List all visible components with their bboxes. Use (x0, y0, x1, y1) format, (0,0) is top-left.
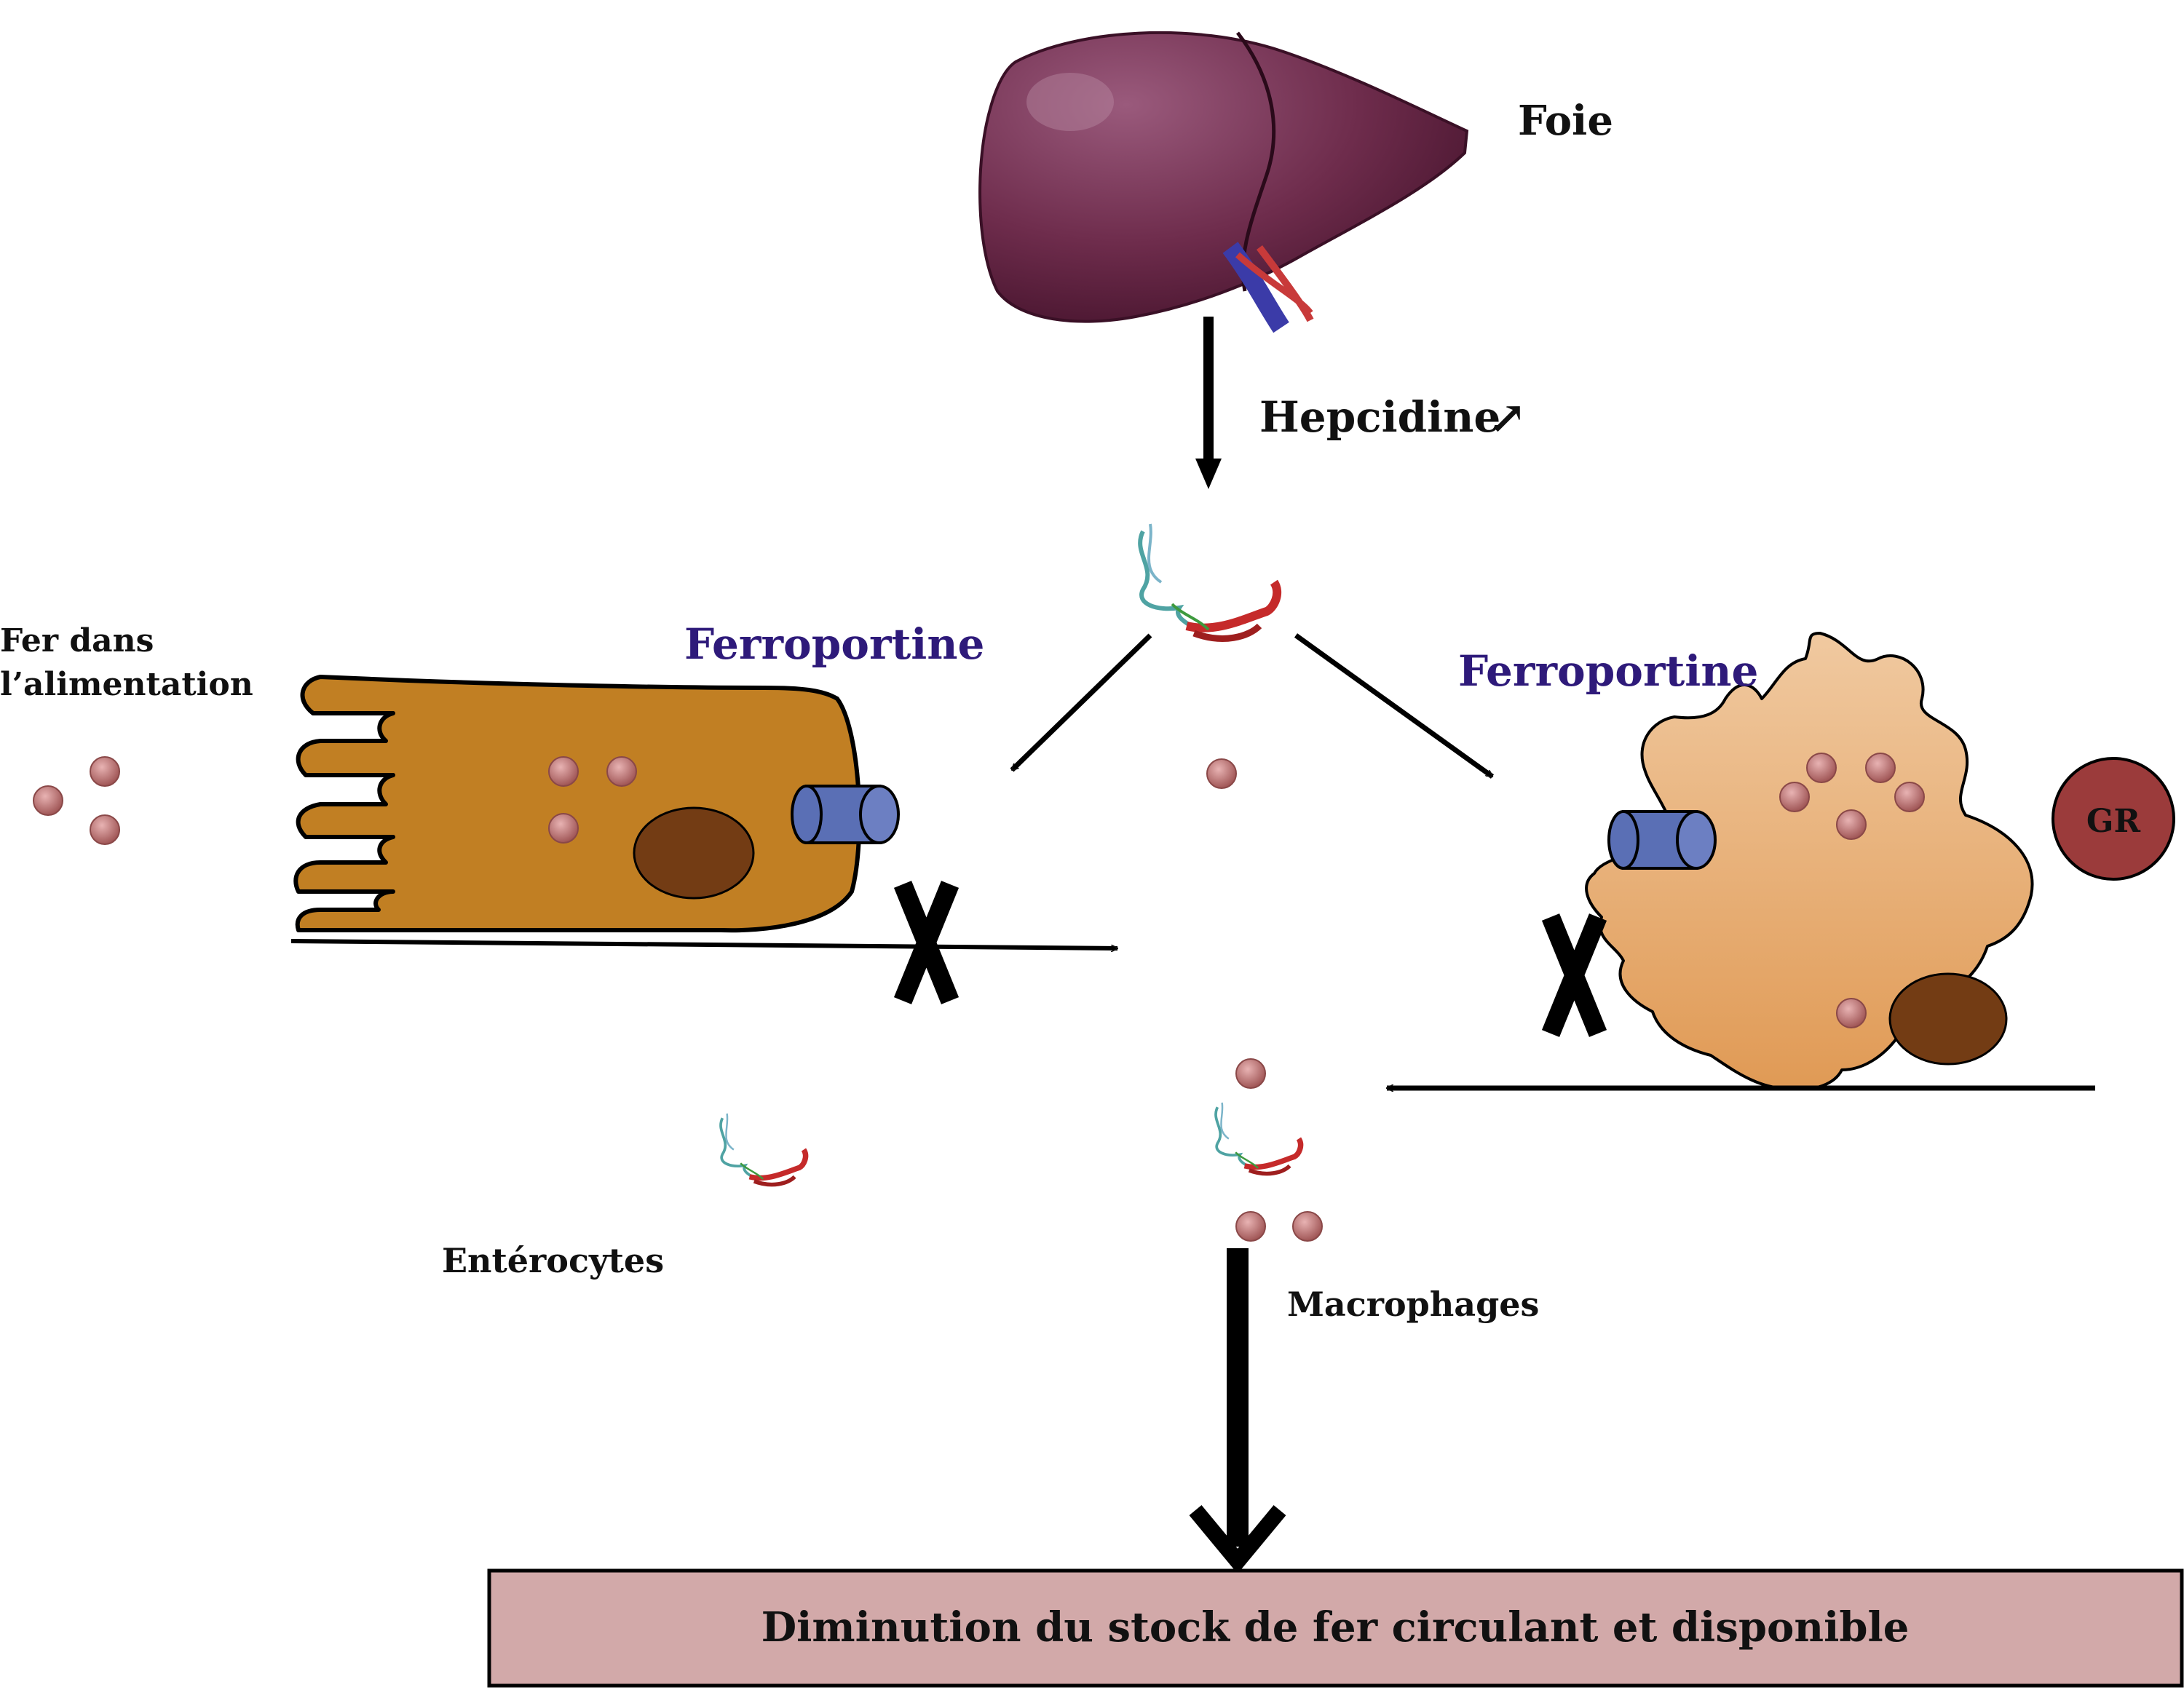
dietary-iron-label-line2: l’alimentation (0, 666, 253, 703)
iron-particle (1292, 1211, 1323, 1242)
iron-particle (1865, 753, 1896, 783)
iron-particle (1806, 753, 1837, 783)
enterocyte-nucleus (633, 806, 755, 900)
outcome-box (487, 1568, 2184, 1688)
hepcidin-molecule-icon (719, 1113, 809, 1187)
macrophage-cell (1585, 632, 2034, 1091)
red-cell-label: GR (2086, 803, 2141, 840)
hepcidin-label: Hepcidine (1259, 392, 1500, 442)
ferroportin-label-left: Ferroportine (684, 619, 984, 669)
iron-particle (1779, 782, 1810, 812)
iron-particle (33, 785, 63, 816)
hepcidin-molecule-icon (1138, 523, 1282, 642)
macrophage-nucleus (1888, 972, 2008, 1066)
iron-particle (1836, 809, 1867, 840)
hepcidin-molecule-icon (1214, 1102, 1304, 1176)
iron-particle (548, 756, 579, 787)
ferroportin-label-right: Ferroportine (1458, 646, 1758, 696)
hepcidin-increase-arrow: ↗ (1489, 391, 1527, 444)
blocked-x-icon-left (893, 881, 960, 1004)
outcome-arrow (1189, 1248, 1286, 1574)
dietary-iron-label-line1: Fer dans (0, 622, 154, 659)
iron-particle (1235, 1058, 1266, 1089)
iron-particle (90, 756, 120, 787)
arrow-to-enterocyte (1010, 633, 1152, 772)
hepcidin-secretion-arrow (1195, 317, 1222, 489)
iron-particle (1836, 998, 1867, 1028)
blocked-x-icon-right (1541, 913, 1607, 1037)
enterocyte-cell (293, 675, 900, 933)
iron-particle (1206, 758, 1237, 789)
enterocyte-export-arrow (290, 939, 1117, 948)
liver-label: Foie (1518, 97, 1613, 145)
dietary-iron-particles (33, 756, 120, 845)
iron-particle (1894, 782, 1925, 812)
liver-icon (978, 31, 1469, 333)
iron-particle (548, 813, 579, 844)
outcome-label: Diminution du stock de fer circulant et … (761, 1603, 1910, 1651)
ferroportin-channel-right (1607, 810, 1717, 870)
ferroportin-channel-left (791, 785, 900, 844)
iron-particle (90, 814, 120, 845)
macrophages-label: Macrophages (1287, 1285, 1539, 1324)
iron-particle (606, 756, 637, 787)
red-blood-cell: GR (2052, 757, 2175, 881)
iron-particle (1235, 1211, 1266, 1242)
arrow-to-macrophage (1294, 633, 1492, 779)
enterocytes-label: Entérocytes (442, 1241, 664, 1280)
